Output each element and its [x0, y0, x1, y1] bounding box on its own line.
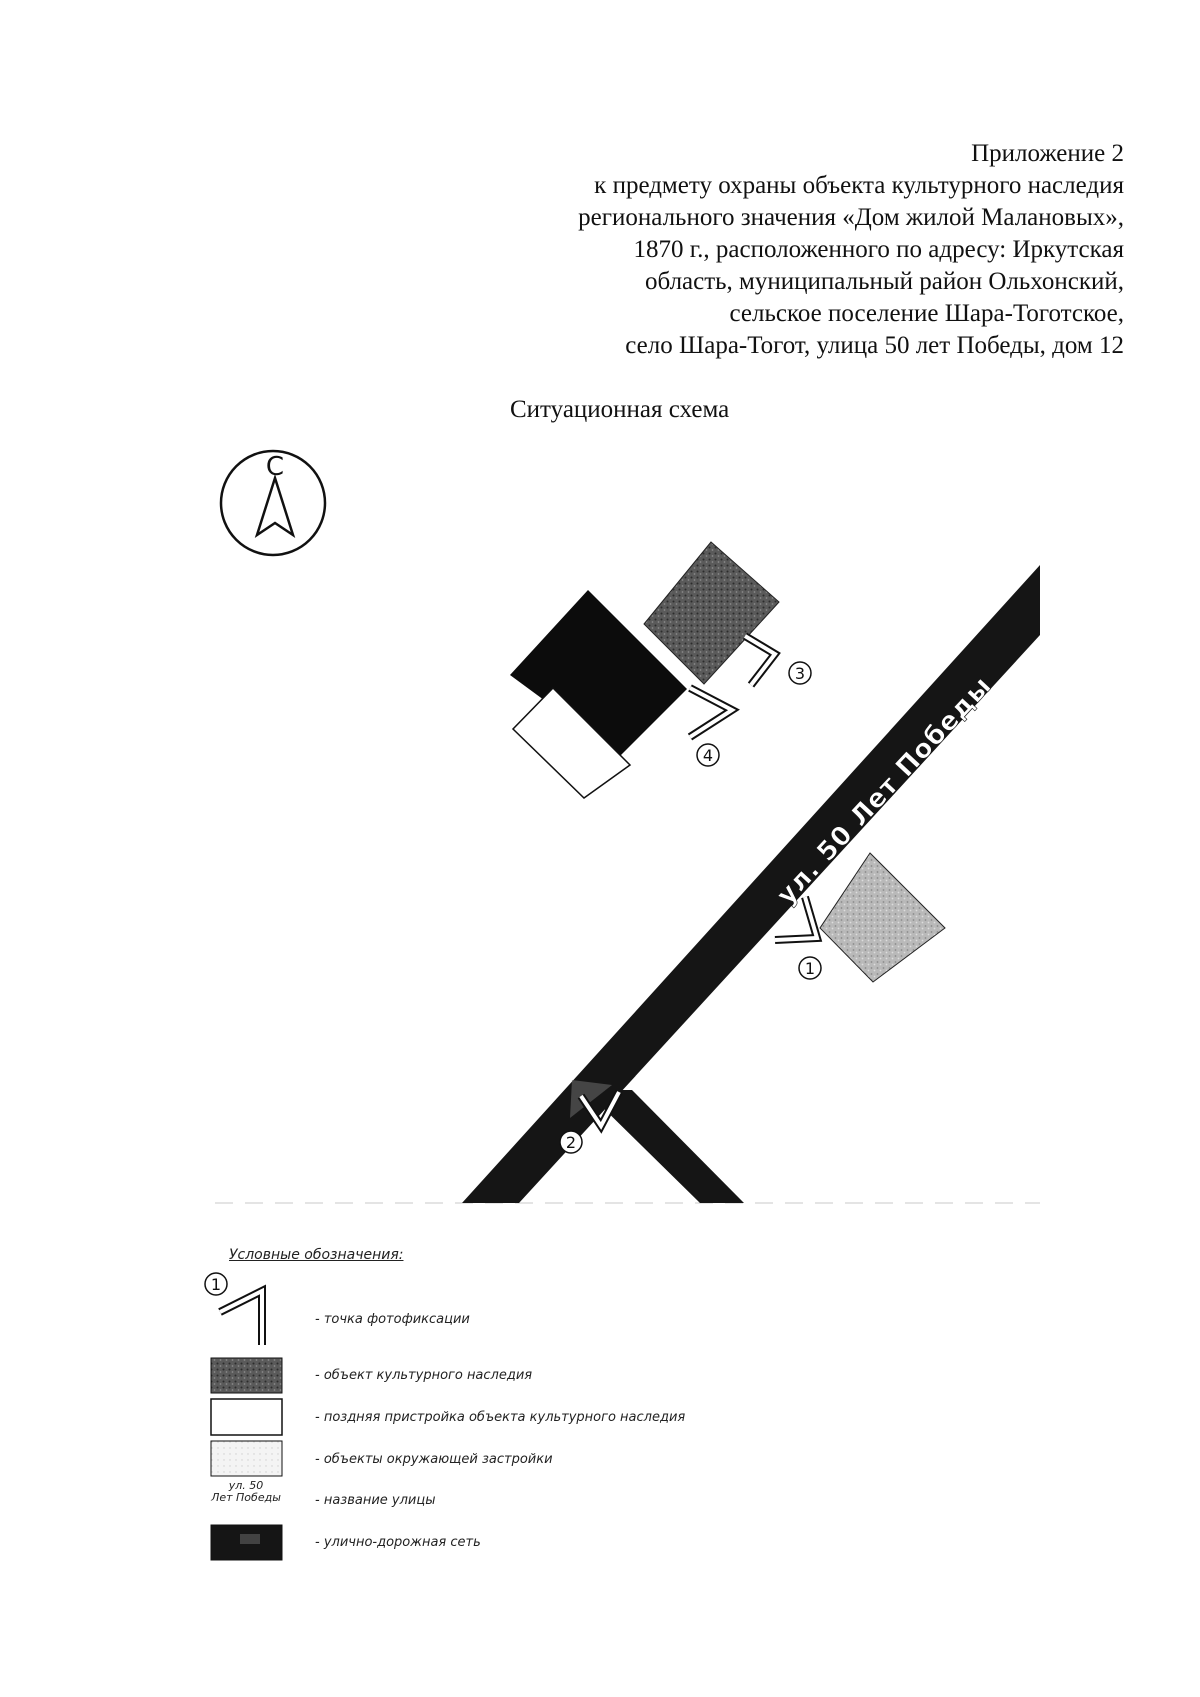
legend-label-surrounding: - объекты окружающей застройки — [315, 1452, 553, 1467]
header-line: Приложение 2 — [971, 140, 1124, 167]
surrounding-building-north — [643, 541, 780, 685]
photo-point-2: 2 — [559, 1090, 623, 1154]
legend-symbols: 1 — [204, 1272, 283, 1561]
header-line: к предмету охраны объекта культурного на… — [594, 172, 1124, 199]
legend-title: Условные обозначения: — [229, 1247, 404, 1263]
street-branch — [585, 1090, 744, 1203]
legend-label-heritage: - объект культурного наследия — [315, 1368, 533, 1383]
header-line: сельское поселение Шара-Тоготское, — [729, 300, 1124, 327]
compass-circle — [219, 449, 327, 557]
legend-label-extension: - поздняя пристройка объекта культурного… — [315, 1410, 686, 1425]
photo-point-3-number: 3 — [795, 664, 805, 683]
north-arrow-icon — [254, 473, 296, 539]
header-line: 1870 г., расположенного по адресу: Иркут… — [633, 236, 1124, 263]
legend-photo-point-symbol: 1 — [204, 1272, 266, 1345]
legend-extension-swatch — [210, 1398, 283, 1436]
compass: С — [219, 449, 327, 557]
legend-heritage-swatch — [210, 1357, 283, 1394]
photo-point-1: 1 — [774, 895, 823, 980]
scheme-title: Ситуационная схема — [510, 396, 730, 423]
photo-point-4: 4 — [687, 684, 740, 767]
legend-label-street-name: - название улицы — [315, 1493, 436, 1508]
late-extension — [511, 686, 632, 799]
header-line: регионального значения «Дом жилой Малано… — [578, 204, 1124, 231]
street-main — [462, 565, 1040, 1203]
photo-point-2-number: 2 — [566, 1133, 576, 1152]
legend-label-road: - улично-дорожная сеть — [315, 1535, 481, 1550]
surrounding-building-east — [819, 852, 946, 983]
legend-label-photo-point: - точка фотофиксации — [315, 1312, 470, 1327]
legend-street-sample: ул. 50 Лет Победы — [210, 1480, 282, 1504]
photo-point-4-number: 4 — [703, 746, 713, 765]
photo-point-1-number: 1 — [805, 959, 815, 978]
legend-street-line1: ул. 50 — [228, 1479, 264, 1492]
legend-street-line2: Лет Победы — [211, 1491, 281, 1504]
road-network — [462, 565, 1040, 1203]
photo-point-3: 3 — [742, 632, 812, 688]
legend-photo-point-number: 1 — [211, 1275, 221, 1294]
north-label: С — [266, 452, 284, 482]
heritage-object-house — [510, 590, 687, 756]
road-noise — [570, 1080, 612, 1118]
header-line: село Шара-Тогот, улица 50 лет Победы, до… — [625, 332, 1124, 359]
legend-surrounding-swatch — [210, 1440, 283, 1477]
header-text: Приложение 2 к предмету охраны объекта к… — [484, 138, 1124, 362]
header-line: область, муниципальный район Ольхонский, — [644, 268, 1124, 295]
